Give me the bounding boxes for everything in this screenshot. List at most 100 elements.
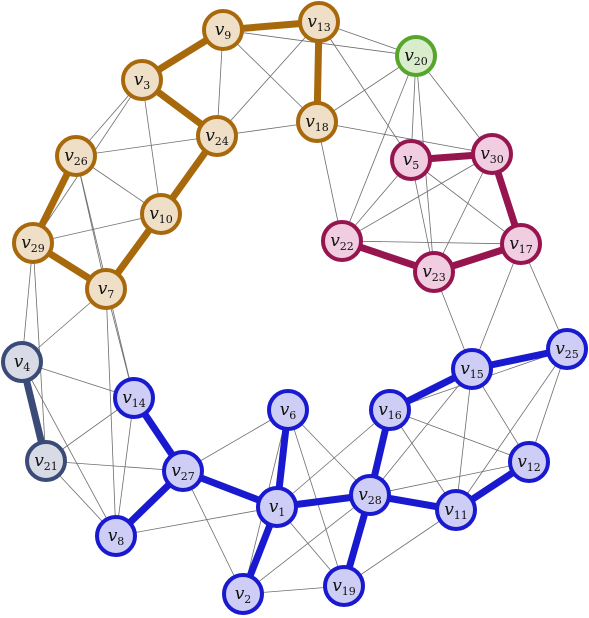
node-label-v14: v14 [122, 388, 146, 410]
node-label-letter: v [358, 485, 368, 505]
node-circle-v7 [85, 268, 127, 310]
node-label-subscript: 7 [107, 288, 114, 301]
node-label-subscript: 28 [368, 494, 382, 507]
node-circle-v18 [296, 101, 338, 143]
node-label-subscript: 26 [74, 155, 88, 168]
node-v4: v4 [1, 341, 43, 383]
edge-v3-v10 [141, 79, 162, 215]
edge-v12-v28 [369, 461, 530, 496]
node-label-subscript: 5 [412, 159, 419, 172]
node-label-letter: v [64, 146, 74, 166]
node-label-subscript: 22 [340, 240, 354, 253]
node-v18: v18 [296, 101, 338, 143]
node-v9: v9 [202, 9, 244, 51]
node-label-v29: v29 [21, 233, 45, 255]
node-label-letter: v [34, 451, 44, 471]
node-label-letter: v [235, 584, 245, 604]
node-circle-v6 [267, 389, 309, 431]
node-circle-v8 [95, 515, 137, 557]
node-circle-v14 [113, 377, 155, 419]
node-circle-v27 [162, 450, 204, 492]
node-label-v20: v20 [404, 46, 428, 68]
node-v25: v25 [546, 328, 588, 370]
node-label-v15: v15 [460, 359, 484, 381]
node-label-letter: v [98, 279, 108, 299]
node-label-subscript: 16 [388, 409, 402, 422]
node-label-letter: v [517, 452, 527, 472]
node-label-letter: v [149, 204, 159, 224]
node-circle-v17 [500, 223, 542, 265]
node-label-v5: v5 [403, 150, 420, 172]
edge-v4-v8 [21, 361, 117, 537]
node-label-subscript: 15 [470, 368, 484, 381]
node-label-subscript: 13 [317, 21, 331, 34]
node-label-v19: v19 [332, 576, 356, 598]
node-circle-v12 [508, 441, 550, 483]
node-label-subscript: 10 [159, 213, 173, 226]
node-label-v12: v12 [517, 452, 541, 474]
edge-v6-v19 [287, 409, 345, 587]
node-v21: v21 [25, 440, 67, 482]
node-label-v4: v4 [14, 352, 31, 374]
node-circle-v20 [395, 35, 437, 77]
edge-v22-v17 [341, 240, 522, 245]
node-circle-v21 [25, 440, 67, 482]
node-circle-v9 [202, 9, 244, 51]
edge-v18-v30 [316, 121, 493, 155]
node-v5: v5 [390, 139, 432, 181]
node-label-v1: v1 [269, 497, 286, 519]
node-label-subscript: 21 [44, 460, 58, 473]
node-v6: v6 [267, 389, 309, 431]
node-v26: v26 [55, 135, 97, 177]
node-label-v8: v8 [108, 526, 125, 548]
node-label-subscript: 20 [414, 55, 428, 68]
node-label-subscript: 17 [519, 243, 533, 256]
node-label-subscript: 27 [181, 470, 195, 483]
edge-v15-v28 [369, 368, 473, 496]
node-label-letter: v [509, 234, 519, 254]
node-label-v30: v30 [480, 144, 504, 166]
node-circle-v19 [323, 565, 365, 607]
node-circle-v10 [140, 193, 182, 235]
edge-v17-v15 [471, 243, 522, 370]
edge-v13-v24 [216, 21, 320, 137]
node-label-v28: v28 [358, 485, 382, 507]
node-v20: v20 [395, 35, 437, 77]
node-label-v27: v27 [171, 461, 195, 483]
node-label-letter: v [134, 70, 144, 90]
edge-v8-v1 [115, 506, 278, 537]
node-label-v18: v18 [305, 112, 329, 134]
node-label-subscript: 23 [432, 271, 446, 284]
node-circle-v4 [1, 341, 43, 383]
node-label-subscript: 6 [289, 409, 296, 422]
node-label-letter: v [122, 388, 132, 408]
node-label-letter: v [480, 144, 490, 164]
node-label-v10: v10 [149, 204, 173, 226]
node-circle-v22 [321, 220, 363, 262]
node-label-letter: v [332, 576, 342, 596]
node-label-v13: v13 [307, 12, 331, 34]
edge-v9-v18 [222, 29, 318, 123]
node-circle-v11 [435, 489, 477, 531]
node-label-v2: v2 [235, 584, 252, 606]
edge-v30-v23 [433, 153, 493, 273]
node-v10: v10 [140, 193, 182, 235]
node-label-letter: v [205, 126, 215, 146]
node-circle-v2 [222, 573, 264, 615]
node-label-v24: v24 [205, 126, 229, 148]
node-label-letter: v [444, 500, 454, 520]
node-label-v16: v16 [378, 400, 402, 422]
node-circle-v5 [390, 139, 432, 181]
node-label-v26: v26 [64, 146, 88, 168]
node-label-letter: v [280, 400, 290, 420]
node-circle-v30 [471, 133, 513, 175]
edge-v10-v29 [32, 213, 162, 244]
edge-v30-v22 [341, 153, 493, 242]
node-label-letter: v [171, 461, 181, 481]
edge-v15-v11 [455, 368, 473, 511]
edge-v16-v12 [389, 409, 530, 463]
node-label-letter: v [460, 359, 470, 379]
node-label-subscript: 11 [454, 509, 468, 522]
node-v30: v30 [471, 133, 513, 175]
